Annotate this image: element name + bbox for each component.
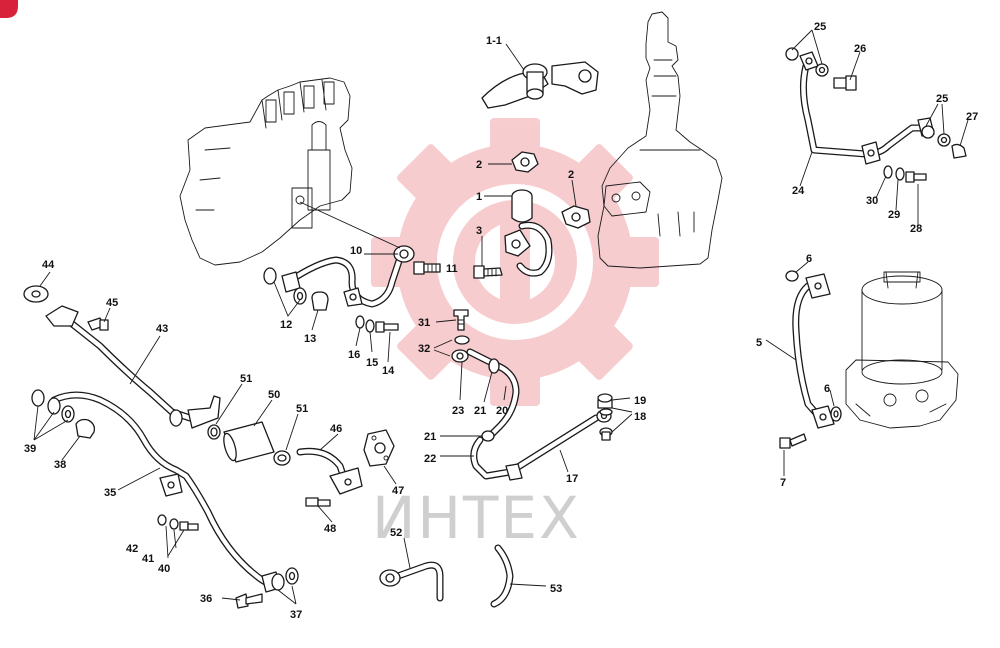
callout-17: 17: [566, 473, 578, 485]
callout-42: 42: [126, 543, 138, 555]
callout-6-bottom: 6: [824, 383, 830, 395]
callout-22: 22: [424, 453, 436, 465]
callout-25-top: 25: [814, 21, 826, 33]
callout-1: 1: [476, 191, 482, 203]
part-40-41-42-bolt-washers: [157, 514, 199, 531]
part-17-fuel-pipe: [470, 409, 612, 481]
callout-43: 43: [156, 323, 168, 335]
callout-14: 14: [382, 365, 395, 377]
callout-46: 46: [330, 423, 342, 435]
callout-35: 35: [104, 487, 116, 499]
callout-53: 53: [550, 583, 562, 595]
part-1-1: [481, 61, 599, 109]
part-2-gasket-a: [511, 151, 539, 173]
leader-lines: [33, 29, 969, 605]
fuel-filter-outline: [845, 271, 959, 429]
part-14-15-16-bolt-washers: [355, 315, 399, 333]
callout-25-right: 25: [936, 93, 948, 105]
callout-27: 27: [966, 111, 978, 123]
part-20-fuel-pipe: [466, 348, 520, 442]
callout-19: 19: [634, 395, 646, 407]
part-12-washers: [263, 267, 307, 305]
callout-15: 15: [366, 357, 378, 369]
callout-26: 26: [854, 43, 866, 55]
callout-2-top: 2: [476, 159, 482, 171]
callout-48: 48: [324, 523, 336, 535]
callout-32: 32: [418, 343, 430, 355]
callout-28: 28: [910, 223, 922, 235]
callout-11: 11: [446, 263, 458, 275]
callout-23: 23: [452, 405, 464, 417]
distributor-outline: [597, 11, 723, 269]
part-50-hose: [223, 421, 275, 463]
part-7-bolt: [779, 433, 807, 449]
callout-7: 7: [780, 477, 786, 489]
callout-40: 40: [158, 563, 170, 575]
part-44-washer: [23, 285, 49, 303]
part-36-37-bolt-washers: [235, 567, 299, 609]
corner-badge: [0, 0, 18, 18]
part-10-bolt: [413, 261, 441, 275]
part-27-cap: [951, 143, 967, 159]
callout-3: 3: [476, 225, 482, 237]
callout-31: 31: [418, 317, 430, 329]
callout-51-right: 51: [296, 403, 308, 415]
callout-29: 29: [888, 209, 900, 221]
callout-21-upper: 21: [474, 405, 486, 417]
callout-37: 37: [290, 609, 302, 621]
callout-52: 52: [390, 527, 402, 539]
callout-51-left: 51: [240, 373, 252, 385]
watermark-text: ИНТЕХ: [372, 484, 581, 552]
part-38-cap: [75, 418, 96, 439]
callout-36: 36: [200, 593, 212, 605]
callout-12: 12: [280, 319, 292, 331]
part-26-bolt: [833, 75, 857, 91]
callout-18: 18: [634, 411, 646, 423]
part-10-fuel-pipe: [281, 245, 415, 308]
callout-30: 30: [866, 195, 878, 207]
watermark-logo: [371, 118, 659, 406]
callout-20: 20: [496, 405, 508, 417]
callout-45: 45: [106, 297, 118, 309]
part-47-gasket: [363, 429, 395, 467]
callout-5: 5: [756, 337, 762, 349]
part-46-elbow: [296, 447, 363, 495]
part-45-bolt: [87, 317, 109, 331]
callout-2-right: 2: [568, 169, 574, 181]
callout-16: 16: [348, 349, 360, 361]
part-48-bolt: [305, 497, 331, 507]
part-31-bolt: [453, 309, 469, 331]
part-3-bolt: [473, 265, 503, 279]
part-6-washers: [785, 270, 842, 422]
part-52-fuel-pipe: [379, 561, 444, 602]
callout-21-lower: 21: [424, 431, 436, 443]
callout-41: 41: [142, 553, 154, 565]
callout-50: 50: [268, 389, 280, 401]
callout-1-1: 1-1: [486, 35, 502, 47]
callout-38: 38: [54, 459, 66, 471]
callout-44: 44: [42, 259, 55, 271]
part-28-29-30-bolt-washers: [883, 165, 927, 183]
callout-10: 10: [350, 245, 362, 257]
callout-13: 13: [304, 333, 316, 345]
callout-24: 24: [792, 185, 805, 197]
part-18-19-bolt-washers: [597, 393, 613, 441]
part-2-gasket-b: [561, 205, 591, 229]
part-32-washers: [451, 335, 470, 363]
callout-39: 39: [24, 443, 36, 455]
part-13-cap: [311, 291, 329, 311]
part-53-hose: [490, 544, 514, 608]
injection-pump-outline: [179, 77, 353, 266]
part-5-fuel-pipe: [792, 273, 835, 429]
callout-6-top: 6: [806, 253, 812, 265]
part-43-fuel-pipe: [45, 305, 221, 429]
part-39-washers: [31, 389, 75, 423]
callout-47: 47: [392, 485, 404, 497]
callout-labels: 1-1 2 1 2 3 10 11 12 13 14 15 16 17 18 1…: [24, 21, 978, 621]
part-51-clamps: [207, 424, 291, 466]
